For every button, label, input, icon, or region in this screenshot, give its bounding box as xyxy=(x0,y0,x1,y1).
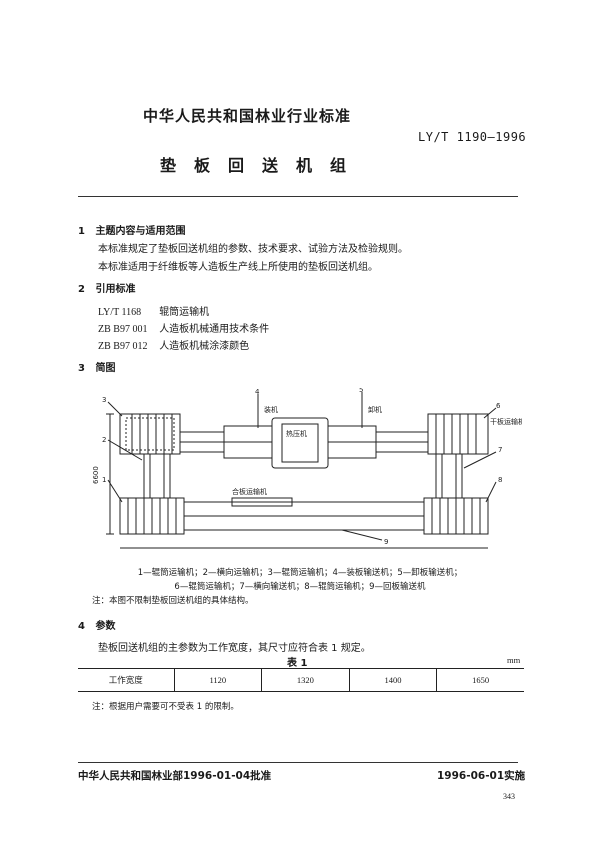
label-3: 3 xyxy=(102,396,106,404)
org-title: 中华人民共和国林业行业标准 xyxy=(143,107,352,125)
roller-conveyor-6-rollers xyxy=(435,414,477,454)
table-title: 表 1 xyxy=(287,658,308,669)
label-9: 9 xyxy=(384,538,388,546)
table-unit: mm xyxy=(507,655,521,665)
label-8: 8 xyxy=(498,476,502,484)
hot-press-inner xyxy=(281,423,319,463)
reference-name: 人造板机械通用技术条件 xyxy=(159,324,270,335)
roller-conveyor-1-rollers xyxy=(127,498,177,534)
roller-conveyor-8-rollers xyxy=(431,498,481,534)
dimension-label: 6600 xyxy=(92,466,100,484)
section-4-heading: 4 参数 xyxy=(78,617,115,632)
label-2: 2 xyxy=(102,436,106,444)
table-row: 工作宽度 1120 1320 1400 1650 xyxy=(78,668,524,692)
section-title: 主题内容与适用范围 xyxy=(95,226,186,237)
label-5: 5 xyxy=(359,388,363,394)
section-number: 3 xyxy=(78,363,85,374)
section-1-paragraph-2: 本标准适用于纤维板等人造板生产线上所使用的垫板回送机组。 xyxy=(98,262,378,273)
section-4-paragraph: 垫板回送机组的主参数为工作宽度，其尺寸应符合表 1 规定。 xyxy=(98,643,371,654)
reference-item: ZB B97 012 人造板机械涂漆颜色 xyxy=(98,337,249,352)
width-value: 1400 xyxy=(348,668,437,692)
section-number: 2 xyxy=(78,284,85,295)
reference-item: ZB B97 001 人造板机械通用技术条件 xyxy=(98,320,269,335)
combine-conveyor xyxy=(231,497,293,507)
roller-conveyor-3-inner xyxy=(125,417,175,451)
section-1-paragraph-1: 本标准规定了垫板回送机组的参数、技术要求、试验方法及检验规则。 xyxy=(98,244,408,255)
roller-conveyor-3-body xyxy=(119,413,181,455)
section-number: 1 xyxy=(78,226,85,237)
table-note: 注：根据用户需要可不受表 1 的限制。 xyxy=(92,702,239,712)
width-value: 1650 xyxy=(436,668,524,692)
section-title: 参数 xyxy=(95,621,116,632)
document-title: 垫板回送机组 xyxy=(160,156,365,175)
standard-code: LY/T 1190—1996 xyxy=(418,130,527,144)
label-6: 6 xyxy=(496,402,501,410)
roller-conveyor-3-rollers xyxy=(131,414,173,454)
roller-conveyor-6-body xyxy=(427,413,489,455)
label-4: 4 xyxy=(255,388,260,396)
figure-note: 注：本图不限制垫板回送机组的具体结构。 xyxy=(92,596,254,606)
transverse-conveyor-2 xyxy=(143,453,171,499)
reference-name: 人造板机械涂漆颜色 xyxy=(159,341,250,352)
machine-schematic-figure: 3 2 1 4 5 6 7 8 9 装机 卸机 热压机 干板运输机 合板运输机 … xyxy=(92,388,522,549)
row-label: 工作宽度 xyxy=(78,668,175,692)
reference-code: LY/T 1168 xyxy=(98,307,142,318)
label-7: 7 xyxy=(498,446,502,454)
effective-date: 1996-06-01实施 xyxy=(437,770,526,782)
width-value: 1320 xyxy=(261,668,350,692)
approval-line: 中华人民共和国林业部1996-01-04批准 xyxy=(78,770,272,782)
section-1-heading: 1 主题内容与适用范围 xyxy=(78,222,185,237)
section-title: 简图 xyxy=(95,363,116,374)
footer-divider xyxy=(78,762,518,763)
label-dry-conveyor: 干板运输机 xyxy=(490,417,522,426)
label-unloader: 卸机 xyxy=(368,405,382,414)
header-divider xyxy=(78,196,518,197)
section-title: 引用标准 xyxy=(95,284,136,295)
label-1: 1 xyxy=(102,476,106,484)
figure-caption-line-2: 6—辊筒运输机；7—横向输送机；8—辊筒运输机；9—回板输送机 xyxy=(174,582,426,592)
parameter-table: 工作宽度 1120 1320 1400 1650 xyxy=(78,668,524,692)
figure-caption-line-1: 1—辊筒运输机；2—横向运输机；3—辊筒运输机；4—装板输送机；5—卸板输送机； xyxy=(137,568,463,578)
section-2-heading: 2 引用标准 xyxy=(78,280,135,295)
label-hot-press: 热压机 xyxy=(286,429,307,438)
transverse-conveyor-7 xyxy=(435,453,463,499)
reference-item: LY/T 1168 辊筒运输机 xyxy=(98,303,209,318)
page-number: 343 xyxy=(503,792,515,801)
section-3-heading: 3 简图 xyxy=(78,359,115,374)
width-value: 1120 xyxy=(173,668,262,692)
section-number: 4 xyxy=(78,621,85,632)
label-combine-conveyor: 合板运输机 xyxy=(232,487,267,496)
hot-press xyxy=(271,417,329,469)
reference-code: ZB B97 012 xyxy=(98,341,148,352)
reference-name: 辊筒运输机 xyxy=(159,307,210,318)
reference-code: ZB B97 001 xyxy=(98,324,148,335)
label-loader: 装机 xyxy=(264,405,278,414)
